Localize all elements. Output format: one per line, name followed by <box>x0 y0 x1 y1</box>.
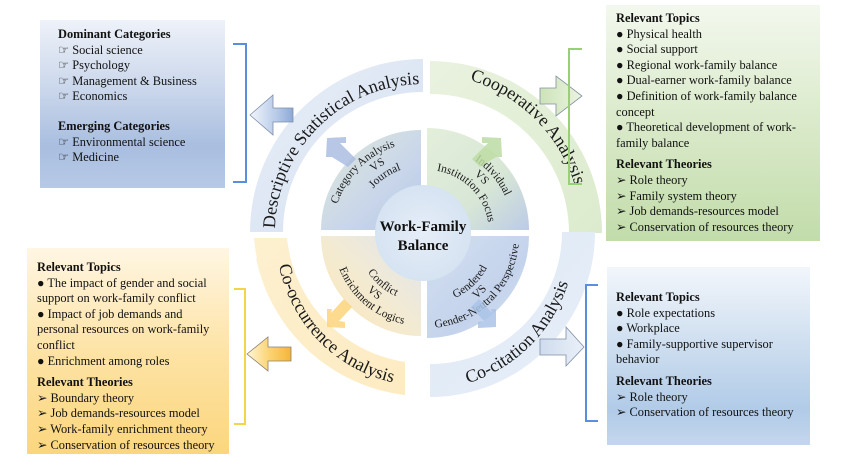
list-item: ● Regional work-family balance <box>616 57 778 72</box>
arrow-bullet-icon: ➢ <box>616 204 627 219</box>
hand-pointer-icon: ☞ <box>58 89 70 104</box>
descriptive-results-box: Dominant Categories ☞ Social science ☞ P… <box>40 20 225 188</box>
theories-heading: Relevant Theories <box>616 157 712 172</box>
theories-heading: Relevant Theories <box>616 373 712 388</box>
topics-heading: Relevant Topics <box>616 290 700 304</box>
theories-heading: Relevant Theories <box>37 375 133 390</box>
list-item: ● Impact of job demands and personal res… <box>37 306 210 352</box>
arrow-bullet-icon: ➢ <box>37 437 48 452</box>
center-title-line2: Balance <box>398 238 449 254</box>
topics-heading: Relevant Topics <box>616 11 700 25</box>
list-item: ● Definition of work-family balance conc… <box>616 88 797 119</box>
arrow-bullet-icon: ➢ <box>616 405 627 420</box>
bullet-icon: ● <box>37 275 45 290</box>
list-item: ➢ Role theory <box>616 389 688 404</box>
bullet-icon: ● <box>37 306 45 321</box>
list-item: ● Role expectations <box>616 305 716 320</box>
arrow-bullet-icon: ➢ <box>616 188 627 203</box>
list-item: ☞ Management & Business <box>58 73 197 88</box>
diag-arrow-bottom-left <box>327 299 352 328</box>
list-item: ● Social support <box>616 42 698 57</box>
list-item: ➢ Family system theory <box>616 188 737 203</box>
topics-heading: Relevant Topics <box>37 260 121 274</box>
list-item: ➢ Boundary theory <box>37 390 135 405</box>
list-item: ➢ Work-family enrichment theory <box>37 421 208 436</box>
bracket-cooccurrence <box>234 288 246 425</box>
list-item: ● Enrichment among roles <box>37 353 170 368</box>
diag-arrow-top-left <box>326 137 356 167</box>
outer-arc-descriptive <box>250 59 423 232</box>
arrow-bullet-icon: ➢ <box>616 219 627 234</box>
arrow-bullet-icon: ➢ <box>37 421 48 436</box>
bracket-cocitation <box>585 284 598 422</box>
list-item: ➢ Job demands-resources model <box>37 406 200 421</box>
block-arrow-cooccurrence <box>246 336 292 372</box>
hand-pointer-icon: ☞ <box>58 42 70 57</box>
list-item: ➢ Role theory <box>616 172 688 187</box>
arrow-bullet-icon: ➢ <box>37 390 48 405</box>
list-item: ☞ Environmental science <box>58 134 186 149</box>
list-item: ☞ Social science <box>58 42 143 57</box>
list-item: ☞ Medicine <box>58 150 120 165</box>
bullet-icon: ● <box>616 73 624 88</box>
bullet-icon: ● <box>616 26 624 41</box>
bullet-icon: ● <box>37 353 45 368</box>
outer-arc-cooperative <box>430 61 602 233</box>
block-arrow-descriptive <box>249 94 294 136</box>
arrow-bullet-icon: ➢ <box>616 172 627 187</box>
arrow-bullet-icon: ➢ <box>37 406 48 421</box>
list-item: ➢ Conservation of resources theory <box>37 437 215 452</box>
list-item: ● The impact of gender and social suppor… <box>37 275 207 306</box>
bullet-icon: ● <box>616 57 624 72</box>
bracket-cooperative <box>568 48 582 185</box>
center-circle <box>375 185 471 281</box>
list-item: ☞ Economics <box>58 89 128 104</box>
hand-pointer-icon: ☞ <box>58 150 70 165</box>
diag-arrow-bottom-right <box>471 299 496 328</box>
hand-pointer-icon: ☞ <box>58 73 70 88</box>
list-item: ➢ Job demands-resources model <box>616 204 779 219</box>
bullet-icon: ● <box>616 42 624 57</box>
list-item: ➢ Conservation of resources theory <box>616 219 794 234</box>
bullet-icon: ● <box>616 88 624 103</box>
outer-arc-cocitation <box>430 232 595 397</box>
cooperative-results-box: Relevant Topics ● Physical health ● Soci… <box>606 5 820 241</box>
bullet-icon: ● <box>616 336 624 351</box>
bullet-icon: ● <box>616 120 624 135</box>
outer-arc-cooccurrence-shape <box>254 238 405 395</box>
diag-arrow-top-right <box>472 137 502 167</box>
dominant-categories-heading: Dominant Categories <box>58 27 171 41</box>
list-item: ● Family-supportive supervisor behavior <box>616 336 773 367</box>
bracket-descriptive <box>233 43 247 183</box>
center-title-line1: Work-Family <box>380 219 467 235</box>
list-item: ● Dual-earner work-family balance <box>616 73 792 88</box>
list-item: ➢ Conservation of resources theory <box>616 405 794 420</box>
list-item: ☞ Psychology <box>58 58 131 73</box>
list-item: ● Workplace <box>616 321 680 336</box>
bullet-icon: ● <box>616 305 624 320</box>
emerging-categories-heading: Emerging Categories <box>58 118 170 133</box>
arrow-bullet-icon: ➢ <box>616 389 627 404</box>
cooccurrence-results-box: Relevant Topics ● The impact of gender a… <box>27 248 229 454</box>
hand-pointer-icon: ☞ <box>58 134 70 149</box>
hand-pointer-icon: ☞ <box>58 58 70 73</box>
block-arrow-cocitation <box>539 325 585 368</box>
bullet-icon: ● <box>616 321 624 336</box>
list-item: ● Theoretical development of work-family… <box>616 120 796 150</box>
cocitation-results-box: Relevant Topics ● Role expectations ● Wo… <box>607 267 810 445</box>
list-item: ● Physical health <box>616 26 702 41</box>
